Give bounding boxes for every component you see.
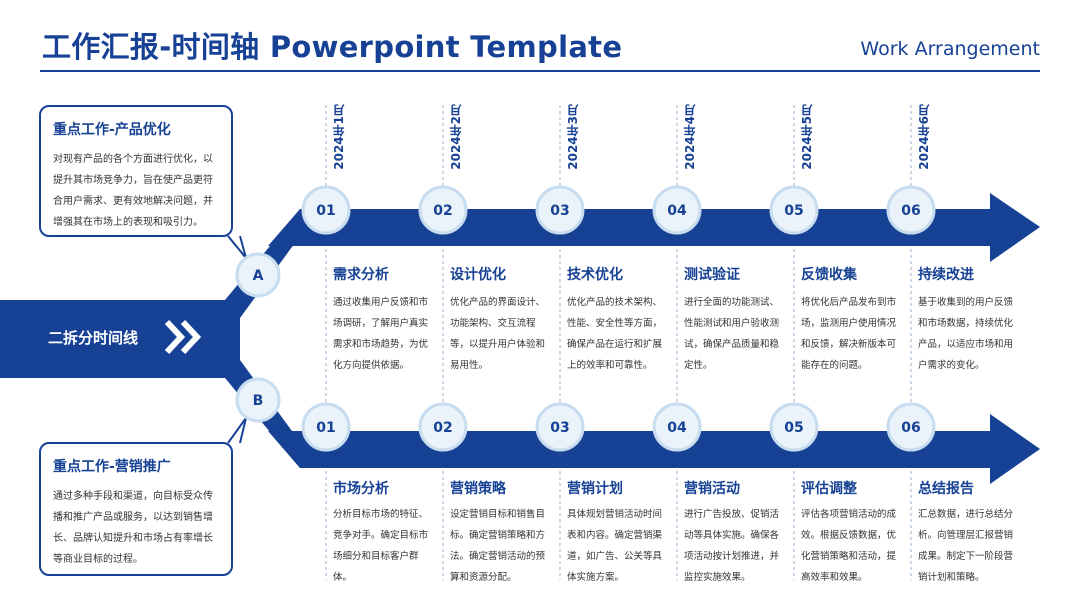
top-step-desc: 基于收集到的用户反馈和市场数据，持续优化产品，以适应市场和用户需求的变化。 bbox=[918, 297, 1014, 371]
bottom-circle-3: 03 bbox=[535, 402, 585, 452]
top-step-title: 技术优化 bbox=[567, 267, 623, 283]
bottom-circle-1: 01 bbox=[301, 402, 351, 452]
top-circle-1: 01 bbox=[301, 185, 351, 235]
split-connector bbox=[0, 210, 300, 468]
bottom-step-desc: 设定营销目标和销售目标。确定营销策略和方法。确定营销活动的预算和资源分配。 bbox=[450, 509, 546, 583]
top-step-desc: 优化产品的技术架构、性能、安全性等方面，确保产品在运行和扩展上的效率和可靠性。 bbox=[567, 297, 663, 371]
bottom-step-desc: 汇总数据，进行总结分析。向管理层汇报营销成果。制定下一阶段营销计划和策略。 bbox=[918, 509, 1014, 583]
node-a: A bbox=[235, 252, 281, 298]
top-step-title: 需求分析 bbox=[333, 267, 389, 283]
page-title: 工作汇报-时间轴 Powerpoint Template bbox=[42, 30, 623, 64]
double-chevron-icon bbox=[164, 319, 202, 355]
svg-text:03: 03 bbox=[550, 203, 569, 219]
month-label-6: 2024年6月 bbox=[917, 104, 931, 170]
top-circle-2: 02 bbox=[418, 185, 468, 235]
bottom-step-title: 总结报告 bbox=[918, 481, 974, 497]
bottom-step-title: 评估调整 bbox=[801, 481, 857, 497]
svg-text:04: 04 bbox=[667, 420, 687, 436]
callout-marketing-title: 重点工作-营销推广 bbox=[53, 459, 171, 475]
callout-pointer-b bbox=[227, 417, 247, 444]
bottom-step-desc: 具体规划营销活动时间表和内容。确定营销渠道，如广告、公关等具体实施方案。 bbox=[567, 509, 663, 583]
callout-product: 重点工作-产品优化 对现有产品的各个方面进行优化，以提升其市场竞争力，旨在使产品… bbox=[39, 105, 233, 237]
bottom-step-title: 营销活动 bbox=[684, 481, 740, 497]
top-step-desc: 将优化后产品发布到市场，监测用户使用情况和反馈，解决新版本可能存在的问题。 bbox=[801, 297, 897, 371]
top-circle-3: 03 bbox=[535, 185, 585, 235]
top-step-title: 测试验证 bbox=[684, 267, 740, 283]
bottom-step-title: 营销计划 bbox=[567, 481, 623, 497]
svg-text:05: 05 bbox=[784, 203, 803, 219]
bottom-number-circles: 01 02 03 04 05 06 bbox=[301, 402, 936, 452]
top-step-desc: 通过收集用户反馈和市场调研，了解用户真实需求和市场趋势，为优化方向提供依据。 bbox=[333, 297, 429, 371]
svg-text:06: 06 bbox=[901, 420, 920, 436]
bottom-circle-6: 06 bbox=[886, 402, 936, 452]
callout-marketing: 重点工作-营销推广 通过多种手段和渠道，向目标受众传播和推广产品或服务，以达到销… bbox=[39, 442, 233, 576]
month-label-3: 2024年3月 bbox=[566, 104, 580, 170]
callout-pointer-a bbox=[227, 235, 247, 259]
top-step-desc: 优化产品的界面设计、功能架构、交互流程等，以提升用户体验和易用性。 bbox=[450, 297, 546, 371]
bottom-step-desc: 进行广告投放、促销活动等具体实施。确保各项活动按计划推进，并监控实施效果。 bbox=[684, 509, 780, 583]
node-b: B bbox=[235, 377, 281, 423]
svg-text:02: 02 bbox=[433, 203, 452, 219]
top-step-title: 持续改进 bbox=[918, 267, 974, 283]
bottom-step-title: 市场分析 bbox=[333, 481, 389, 497]
top-circle-4: 04 bbox=[652, 185, 702, 235]
bottom-step-desc: 评估各项营销活动的成效。根据反馈数据，优化营销策略和活动，提高效率和效果。 bbox=[801, 509, 897, 583]
svg-text:05: 05 bbox=[784, 420, 803, 436]
top-circle-5: 05 bbox=[769, 185, 819, 235]
top-number-circles: 01 02 03 04 05 06 bbox=[301, 185, 936, 235]
svg-text:01: 01 bbox=[316, 420, 335, 436]
callout-marketing-text: 通过多种手段和渠道，向目标受众传播和推广产品或服务，以达到销售增长、品牌认知提升… bbox=[53, 491, 213, 565]
top-step-desc: 进行全面的功能测试、性能测试和用户验收测试，确保产品质量和稳定性。 bbox=[684, 297, 780, 371]
month-label-1: 2024年1月 bbox=[332, 104, 346, 170]
bottom-step-desc: 分析目标市场的特征、竞争对手。确定目标市场细分和目标客户群体。 bbox=[333, 509, 429, 583]
month-label-5: 2024年5月 bbox=[800, 104, 814, 170]
bottom-circle-2: 02 bbox=[418, 402, 468, 452]
month-label-2: 2024年2月 bbox=[449, 104, 463, 170]
svg-text:02: 02 bbox=[433, 420, 452, 436]
svg-text:B: B bbox=[253, 393, 264, 409]
svg-text:06: 06 bbox=[901, 203, 920, 219]
svg-text:04: 04 bbox=[667, 203, 687, 219]
bottom-circle-4: 04 bbox=[652, 402, 702, 452]
month-label-4: 2024年4月 bbox=[683, 104, 697, 170]
callout-product-text: 对现有产品的各个方面进行优化，以提升其市场竞争力，旨在使产品更符合用户需求、更有… bbox=[53, 154, 213, 228]
top-step-title: 反馈收集 bbox=[801, 267, 857, 283]
top-step-title: 设计优化 bbox=[450, 267, 506, 283]
center-band-label: 二拆分时间线 bbox=[48, 329, 139, 347]
svg-text:03: 03 bbox=[550, 420, 569, 436]
bottom-step-title: 营销策略 bbox=[450, 481, 506, 497]
bottom-circle-5: 05 bbox=[769, 402, 819, 452]
top-circle-6: 06 bbox=[886, 185, 936, 235]
callout-product-title: 重点工作-产品优化 bbox=[53, 122, 171, 138]
month-guides bbox=[325, 105, 912, 580]
svg-text:01: 01 bbox=[316, 203, 335, 219]
header-divider bbox=[40, 70, 1040, 72]
svg-text:A: A bbox=[253, 268, 264, 284]
page-subtitle: Work Arrangement bbox=[860, 38, 1040, 60]
